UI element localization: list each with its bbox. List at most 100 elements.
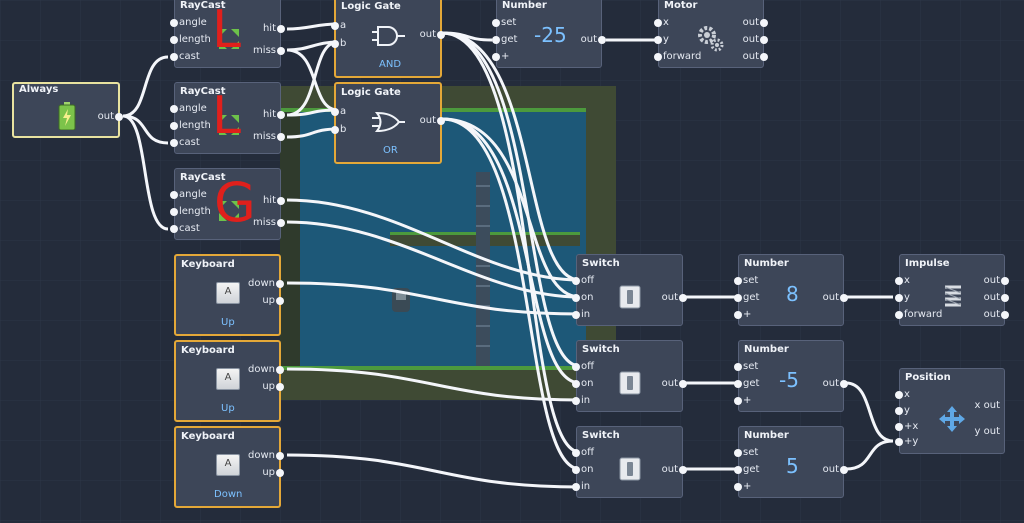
number-node[interactable]: Number set get + out 5 [734, 426, 848, 498]
plus-port[interactable] [492, 53, 500, 61]
length-port[interactable] [170, 36, 178, 44]
up-port[interactable] [276, 383, 284, 391]
number-node[interactable]: Number set get + out 8 [734, 254, 848, 326]
out-port[interactable] [840, 380, 848, 388]
down-port[interactable] [276, 280, 284, 288]
out-port[interactable] [679, 294, 687, 302]
b-port[interactable] [331, 126, 339, 134]
get-port[interactable] [734, 294, 742, 302]
off-port[interactable] [572, 449, 580, 457]
cast-port[interactable] [170, 225, 178, 233]
in-port[interactable] [572, 311, 580, 319]
y-port[interactable] [895, 294, 903, 302]
set-port[interactable] [734, 449, 742, 457]
motor-node[interactable]: Motor x y forward out out out [654, 0, 768, 68]
cast-port[interactable] [170, 53, 178, 61]
impulse-node[interactable]: Impulse x y forward out out out [895, 254, 1009, 326]
hit-port[interactable] [277, 25, 285, 33]
out-port[interactable] [1001, 311, 1009, 319]
get-port[interactable] [734, 466, 742, 474]
out-port[interactable] [840, 466, 848, 474]
switch-node[interactable]: Switch off on in out [572, 426, 687, 498]
a-port[interactable] [331, 108, 339, 116]
length-port[interactable] [170, 122, 178, 130]
get-port[interactable] [734, 380, 742, 388]
plus-y-port[interactable] [895, 438, 903, 446]
out-port[interactable] [679, 380, 687, 388]
on-port[interactable] [572, 466, 580, 474]
miss-port[interactable] [277, 133, 285, 141]
always-node[interactable]: Always out [12, 82, 123, 138]
hit-port[interactable] [277, 197, 285, 205]
raycast-node[interactable]: RayCast angle length cast hit miss [170, 168, 285, 240]
x-port[interactable] [654, 19, 662, 27]
up-port[interactable] [276, 297, 284, 305]
plus-port[interactable] [734, 483, 742, 491]
out-port[interactable] [760, 53, 768, 61]
key-icon: A [216, 368, 240, 390]
out-port[interactable] [840, 294, 848, 302]
down-port[interactable] [276, 452, 284, 460]
out-port[interactable] [598, 36, 606, 44]
miss-port[interactable] [277, 47, 285, 55]
out-port[interactable] [437, 117, 445, 125]
position-node[interactable]: Position x y +x +y x out y out [895, 368, 1005, 454]
off-port[interactable] [572, 277, 580, 285]
node-title: Number [744, 258, 789, 269]
out-port[interactable] [679, 466, 687, 474]
cast-port[interactable] [170, 139, 178, 147]
forward-port[interactable] [895, 311, 903, 319]
get-port[interactable] [492, 36, 500, 44]
angle-port[interactable] [170, 191, 178, 199]
set-port[interactable] [734, 277, 742, 285]
set-port[interactable] [734, 363, 742, 371]
in-port[interactable] [572, 483, 580, 491]
number-node[interactable]: Number set get + out -25 [492, 0, 606, 68]
out-port[interactable] [1001, 294, 1009, 302]
out-port[interactable] [437, 31, 445, 39]
keyboard-node[interactable]: Keyboard down up A Down [174, 426, 284, 508]
number-node[interactable]: Number set get + out -5 [734, 340, 848, 412]
angle-port[interactable] [170, 105, 178, 113]
b-port[interactable] [331, 40, 339, 48]
node-title: Impulse [905, 258, 950, 269]
up-port[interactable] [276, 469, 284, 477]
forward-port[interactable] [654, 53, 662, 61]
a-port[interactable] [331, 22, 339, 30]
out-port[interactable] [1001, 277, 1009, 285]
keyboard-node[interactable]: Keyboard down up A Up [174, 254, 284, 336]
length-port[interactable] [170, 208, 178, 216]
plus-port[interactable] [734, 311, 742, 319]
miss-port[interactable] [277, 219, 285, 227]
x-port[interactable] [895, 391, 903, 399]
x-port[interactable] [895, 277, 903, 285]
plus-port[interactable] [734, 397, 742, 405]
out-port[interactable] [115, 113, 123, 121]
switch-node[interactable]: Switch off on in out [572, 340, 687, 412]
off-port[interactable] [572, 363, 580, 371]
down-port[interactable] [276, 366, 284, 374]
y-port[interactable] [654, 36, 662, 44]
angle-port[interactable] [170, 19, 178, 27]
or-gate-icon [372, 111, 405, 133]
plus-x-port[interactable] [895, 423, 903, 431]
raycast-node[interactable]: RayCast angle length cast hit miss [170, 82, 285, 154]
set-port[interactable] [492, 19, 500, 27]
on-port[interactable] [572, 380, 580, 388]
on-port[interactable] [572, 294, 580, 302]
get-port-label: get [743, 464, 760, 475]
keyboard-node[interactable]: Keyboard down up A Up [174, 340, 284, 422]
logic-gate-node[interactable]: Logic Gate a b out AND [331, 0, 445, 78]
switch-node[interactable]: Switch off on in out [572, 254, 687, 326]
out-port-label: out [419, 29, 436, 40]
out-port[interactable] [760, 19, 768, 27]
out-port-label: out [822, 292, 839, 303]
logic-gate-node[interactable]: Logic Gate a b out OR [331, 82, 445, 164]
y-port[interactable] [895, 407, 903, 415]
hit-port[interactable] [277, 111, 285, 119]
out-port[interactable] [760, 36, 768, 44]
raycast-node[interactable]: RayCast angle length cast hit miss [170, 0, 285, 68]
in-port[interactable] [572, 397, 580, 405]
gate-mode-label: OR [383, 145, 398, 156]
